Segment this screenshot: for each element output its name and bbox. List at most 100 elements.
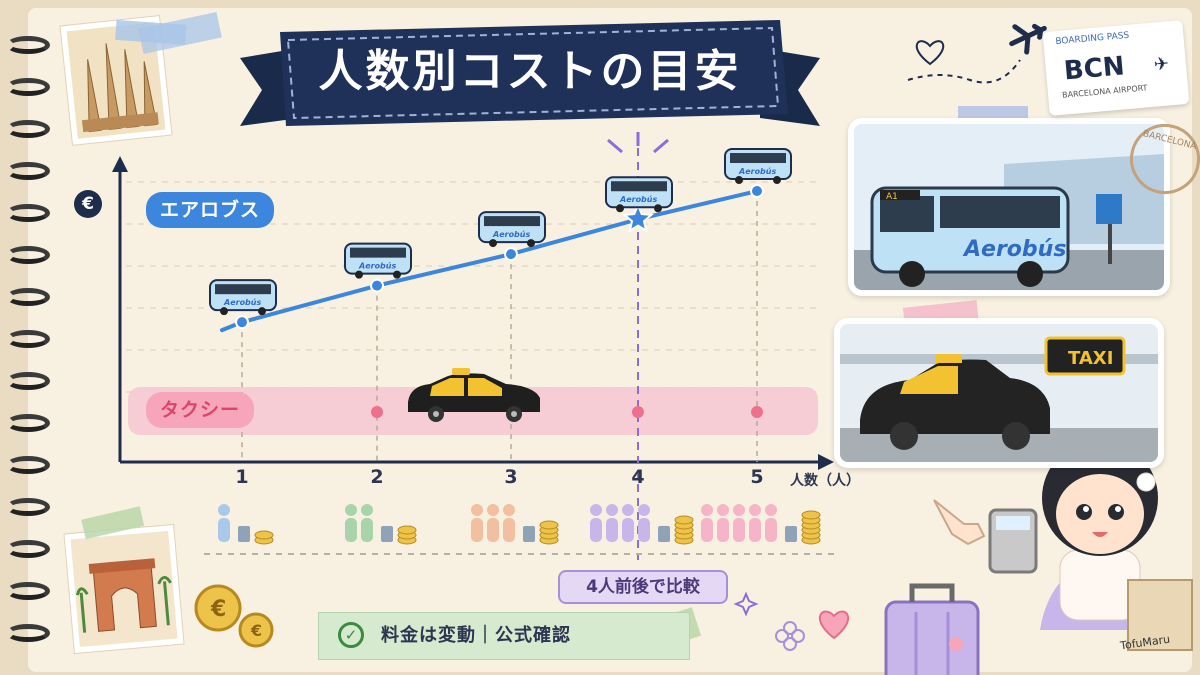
taxi-point [632,406,644,418]
washi-tape [138,11,222,55]
person-icon-body [218,518,230,542]
bus-wheel [489,239,497,248]
person-icon-body [717,518,729,542]
binding-ring [6,288,50,306]
person-icon [345,504,357,516]
bus-route-label: A1 [886,192,898,202]
person-icon-body [733,518,745,542]
bus-wheel [355,270,363,279]
svg-text:€: € [210,597,226,622]
y-axis-arrow [112,156,128,172]
bus-icon: Aerobús [724,148,792,185]
comparison-callout: 4人前後で比較 [558,570,728,604]
person-icon [749,504,761,516]
bus-point [235,315,249,330]
taxi-point [371,406,383,418]
binding-ring [6,162,50,180]
bus-window [730,153,786,164]
binding-ring [6,330,50,348]
x-tick-label: 2 [370,466,384,488]
flower-icon [775,621,805,651]
binding-ring [6,540,50,558]
bus-icon: Aerobús [209,279,277,316]
binding-ring [6,414,50,432]
people-group [345,504,417,545]
person-icon-body [701,518,713,542]
person-icon [701,504,713,516]
ticket-header: BOARDING PASS [1055,30,1130,48]
bus-point [370,278,384,293]
page-title: 人数別コストの目安 [318,46,742,97]
luggage-icon [238,526,250,542]
bus-window [611,181,667,192]
person-icon-body [765,518,777,542]
bus-point [750,184,764,199]
heart-icon [819,610,849,640]
boarding-pass: BOARDING PASS BCN BARCELONA AIRPORT ✈ [1042,20,1190,116]
euro-badge: € [74,190,102,218]
bus-wheel [654,204,662,213]
bus-icon-brand: Aerobús [223,298,261,307]
person-icon [622,504,634,516]
person-icon-body [503,518,515,542]
legend-aerobus: エアロブス [146,192,275,228]
luggage-icon [381,526,393,542]
taxi-point [751,406,763,418]
spiral-binding [0,0,60,675]
bus-point [504,247,518,262]
bus-icon-brand: Aerobús [738,167,776,176]
bus-icon-brand: Aerobús [619,195,657,204]
person-icon [606,504,618,516]
coin-icon [674,515,694,525]
binding-ring [6,624,50,642]
bus-icon: Aerobús [344,242,412,279]
person-icon-body [749,518,761,542]
bus-icon-brand: Aerobús [358,262,396,271]
person-icon-body [606,518,618,542]
legend-taxi: タクシー [146,392,255,428]
bus-wheel [616,204,624,213]
people-group [471,504,559,545]
person-icon-body [622,518,634,542]
binding-ring [6,120,50,138]
person-icon [503,504,515,516]
bus-wheel [220,307,228,316]
check-icon: ✓ [338,622,364,648]
people-group [590,504,694,545]
x-tick-label: 1 [235,466,249,488]
bus-wheel [258,307,266,316]
star-sparkle-icon [733,591,759,617]
pointing-hand-icon [933,499,986,546]
binding-ring [6,36,50,54]
coin-icon [539,520,559,530]
person-icon-body [638,518,650,542]
people-group [218,504,274,545]
title-banner [240,20,820,126]
bus-window [215,284,271,295]
sparkle-icon [607,132,669,154]
person-icon [717,504,729,516]
bus-window [484,216,540,227]
coin-icon [801,510,821,520]
person-icon-body [471,518,483,542]
suitcase-icon [884,583,980,675]
binding-ring [6,246,50,264]
girl-character-illustration [988,440,1193,651]
person-icon [765,504,777,516]
binding-ring [6,372,50,390]
person-icon [361,504,373,516]
airport-code: BCN [1062,51,1126,87]
bus-wheel [393,270,401,279]
taxi-car-icon [408,368,540,422]
person-icon [590,504,602,516]
luggage-icon [658,526,670,542]
person-icon [487,504,499,516]
luggage-icon [523,526,535,542]
bus-wheel [527,239,535,248]
taxi-photo: TAXI [834,318,1164,468]
bus-window [350,247,406,258]
person-icon [218,504,230,516]
person-icon-body [345,518,357,542]
coin-icon [254,530,274,540]
